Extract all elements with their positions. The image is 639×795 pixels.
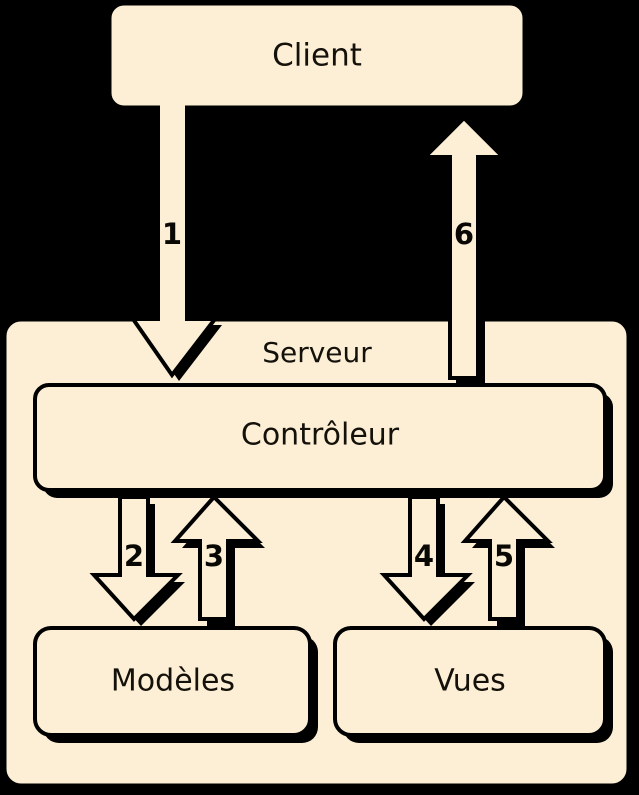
arrow-6-shape — [420, 115, 508, 380]
arrow-1-shape — [129, 96, 220, 379]
arrow-3 — [170, 494, 265, 626]
node-controleur — [33, 383, 613, 498]
arrow-2-shape — [89, 495, 183, 622]
vues-label: Vues — [434, 664, 506, 699]
client-box — [111, 5, 523, 106]
controleur-label: Contrôleur — [241, 418, 400, 453]
node-modeles — [33, 626, 318, 743]
vues-box — [333, 626, 607, 737]
arrow-2 — [89, 495, 185, 626]
arrow-5 — [460, 494, 555, 626]
arrow-1-number: 1 — [162, 217, 182, 251]
node-vues — [333, 626, 613, 743]
arrow-6 — [420, 115, 510, 384]
client-label: Client — [272, 38, 362, 74]
arrow-3-number: 3 — [204, 539, 224, 573]
serveur-label: Serveur — [262, 336, 372, 369]
arrow-3-shape — [170, 494, 263, 621]
arrow-4 — [379, 495, 475, 626]
arrow-6-number: 6 — [454, 217, 474, 251]
arrow-2-number: 2 — [124, 539, 144, 573]
modeles-box — [33, 626, 312, 737]
arrow-4-number: 4 — [414, 539, 434, 573]
modeles-label: Modèles — [111, 664, 235, 699]
arrow-5-shape — [460, 494, 553, 621]
node-client — [111, 5, 523, 106]
arrow-5-number: 5 — [494, 539, 514, 573]
arrow-1 — [129, 96, 222, 381]
controleur-box — [33, 383, 607, 492]
arrow-4-shape — [379, 495, 473, 622]
